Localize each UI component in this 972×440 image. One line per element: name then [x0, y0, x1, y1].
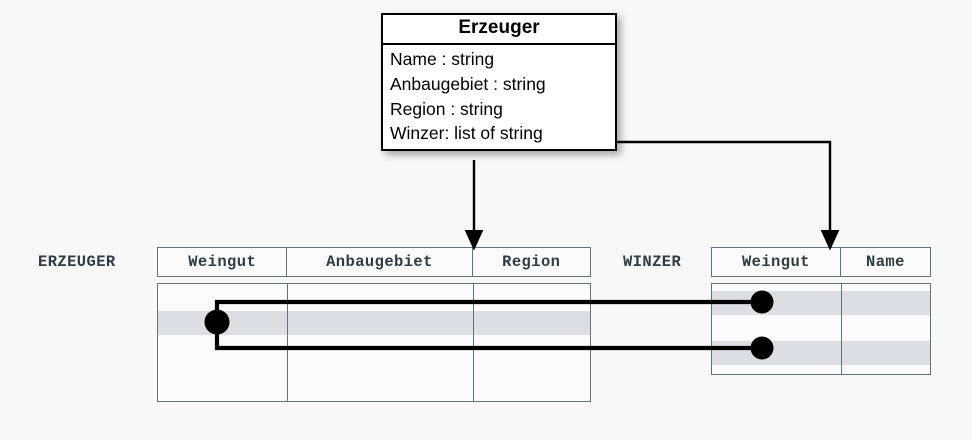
column-divider	[473, 284, 474, 401]
table-row	[712, 291, 930, 315]
table-label-erzeuger: ERZEUGER	[38, 253, 116, 271]
uml-class-name: Erzeuger	[383, 15, 615, 45]
uml-attribute-region: Region : string	[390, 98, 503, 119]
table-row	[712, 341, 930, 365]
table-row	[158, 311, 590, 335]
uml-attribute-anbaugebiet: Anbaugebiet : string	[390, 73, 546, 94]
uml-attribute-winzer: Winzer: list of string	[390, 123, 543, 144]
table-body-winzer	[711, 283, 931, 375]
table-body-erzeuger	[157, 283, 591, 402]
column-divider	[287, 284, 288, 401]
table-header-winzer: Weingut Name	[711, 247, 931, 277]
column-header-weingut: Weingut	[712, 248, 841, 276]
column-header-region: Region	[502, 253, 561, 271]
column-divider	[841, 284, 842, 374]
column-header-weingut: Weingut	[158, 248, 288, 276]
uml-attribute-list: Name : string Anbaugebiet : string Regio…	[383, 45, 615, 149]
uml-class-box[interactable]: Erzeuger Name : string Anbaugebiet : str…	[381, 13, 617, 152]
table-label-winzer: WINZER	[623, 253, 682, 271]
column-header-anbaugebiet: Anbaugebiet	[287, 248, 473, 276]
uml-attribute-name: Name : string	[390, 48, 495, 69]
table-header-erzeuger: Weingut Anbaugebiet Region	[157, 247, 591, 277]
column-header-name: Name	[866, 253, 905, 271]
mapping-arrow-to-winzer	[601, 140, 840, 251]
